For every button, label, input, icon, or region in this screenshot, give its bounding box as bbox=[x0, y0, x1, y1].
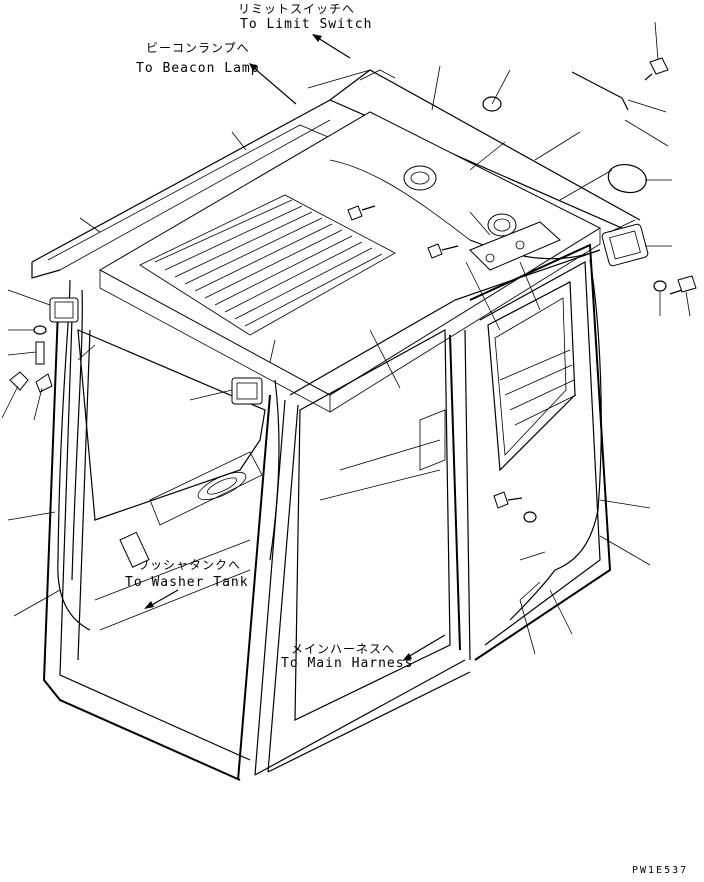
beacon-lamp-label-en: To Beacon Lamp bbox=[136, 61, 260, 76]
limit-switch-label-jp: リミットスイッチへ bbox=[238, 2, 355, 16]
limit-switch-label-en: To Limit Switch bbox=[240, 17, 372, 32]
antenna-rod bbox=[571, 71, 629, 111]
bolt-bracket bbox=[427, 243, 459, 259]
limit-switch-arrow bbox=[312, 34, 351, 59]
roof-louvers bbox=[154, 199, 383, 327]
beacon-lamp-label-jp: ビーコンランプへ bbox=[146, 41, 250, 55]
leader-lines bbox=[1, 21, 691, 655]
work-lamp-right bbox=[601, 223, 649, 267]
left-small-parts bbox=[9, 325, 53, 393]
interior-panel bbox=[94, 349, 577, 631]
grommet-top bbox=[482, 96, 502, 112]
bolt-door bbox=[493, 491, 523, 509]
cab-body bbox=[42, 243, 612, 781]
washer-tank-label-en: To Washer Tank bbox=[125, 575, 249, 590]
work-lamp-left bbox=[49, 297, 79, 323]
roof-connector bbox=[403, 165, 437, 191]
washer-tank-label-jp: ワッシャタンクへ bbox=[137, 558, 241, 572]
main-harness-arrow bbox=[402, 634, 446, 661]
bolt-top-right bbox=[644, 57, 669, 81]
washer-right bbox=[653, 280, 667, 292]
drawing-code: PW1E537 bbox=[632, 865, 688, 876]
washer-tank-arrow bbox=[144, 589, 179, 609]
bolt-roof bbox=[347, 205, 376, 221]
rear-connector bbox=[487, 213, 517, 237]
beacon-lamp-arrow bbox=[249, 63, 297, 105]
bracket bbox=[469, 221, 561, 271]
work-lamp-front bbox=[231, 377, 263, 405]
washer-door bbox=[523, 511, 537, 523]
bolt-lamp-right bbox=[669, 275, 697, 295]
seal-ring bbox=[607, 163, 647, 194]
roof-panel bbox=[98, 111, 602, 413]
main-harness-label-jp: メインハーネスへ bbox=[291, 642, 395, 656]
main-harness-label-en: To Main Harness bbox=[281, 656, 413, 671]
